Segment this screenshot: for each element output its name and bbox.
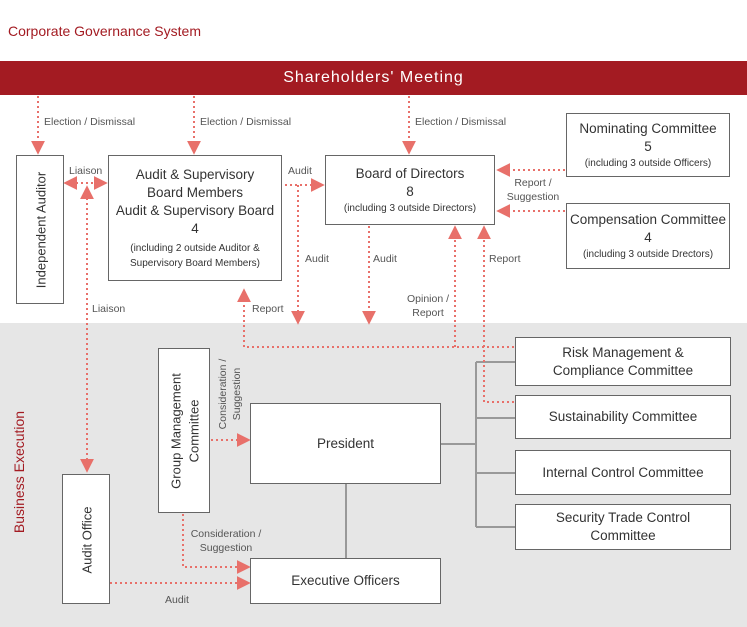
president-box: President <box>250 403 441 484</box>
label-consideration-1: Consideration / <box>190 528 262 540</box>
audit-board-note-line2: Supervisory Board Members) <box>129 257 261 269</box>
compensation-note: (including 3 outside Drectors) <box>582 248 714 260</box>
risk-compliance-committee-box: Risk Management & Compliance Committee <box>515 337 731 386</box>
business-execution-label: Business Execution <box>11 410 27 534</box>
compensation-count: 4 <box>644 229 652 245</box>
board-of-directors-box: Board of Directors 8 (including 3 outsid… <box>325 155 495 225</box>
audit-board-line2: Board Members <box>146 184 244 200</box>
nominating-committee-box: Nominating Committee 5 (including 3 outs… <box>566 113 730 177</box>
label-audit-2: Audit <box>305 253 329 265</box>
audit-supervisory-board-box: Audit & Supervisory Board Members Audit … <box>108 155 282 281</box>
security-trade-control-committee-box: Security Trade Control Committee <box>515 504 731 550</box>
label-report-2: Report <box>489 253 521 265</box>
label-consideration-2: Suggestion <box>199 542 253 554</box>
shareholders-meeting-banner: Shareholders' Meeting <box>0 61 747 95</box>
security-line2: Committee <box>590 528 656 543</box>
label-audit-4: Audit <box>165 594 189 606</box>
page-title: Corporate Governance System <box>8 23 201 39</box>
independent-auditor-label: Independent Auditor <box>33 171 49 289</box>
label-election-3: Election / Dismissal <box>415 116 507 128</box>
risk-line2: Compliance Committee <box>552 362 694 378</box>
label-consideration-vertical-2: Suggestion <box>231 367 243 421</box>
label-report-suggestion-2: Suggestion <box>506 191 560 203</box>
risk-line1: Risk Management & <box>562 344 684 360</box>
audit-board-line3: Audit & Supervisory Board <box>115 202 275 218</box>
label-audit-3: Audit <box>373 253 397 265</box>
nominating-count: 5 <box>644 138 652 154</box>
group-management-committee-box: Group Management Committee <box>158 348 210 513</box>
label-opinion-2: Report <box>412 307 444 319</box>
nominating-name: Nominating Committee <box>579 120 717 136</box>
compensation-name: Compensation Committee <box>569 211 727 227</box>
label-election-1: Election / Dismissal <box>44 116 136 128</box>
sustainability-label: Sustainability Committee <box>548 409 698 424</box>
security-line1: Security Trade Control <box>555 510 691 525</box>
gmc-line1: Group Management <box>168 373 184 489</box>
audit-board-line1: Audit & Supervisory <box>135 166 255 182</box>
executive-officers-box: Executive Officers <box>250 558 441 604</box>
sustainability-committee-box: Sustainability Committee <box>515 395 731 439</box>
board-name: Board of Directors <box>355 165 465 181</box>
label-audit-1: Audit <box>288 165 312 177</box>
internal-control-committee-box: Internal Control Committee <box>515 450 731 495</box>
nominating-note: (including 3 outside Officers) <box>584 157 712 169</box>
board-note: (including 3 outside Directors) <box>343 202 477 214</box>
independent-auditor-box: Independent Auditor <box>16 155 64 304</box>
gmc-line2: Committee <box>186 399 202 463</box>
president-label: President <box>316 435 375 451</box>
label-report-1: Report <box>252 303 284 315</box>
internal-control-label: Internal Control Committee <box>542 464 704 480</box>
executive-officers-label: Executive Officers <box>291 573 400 588</box>
label-liaison-2: Liaison <box>92 303 126 315</box>
audit-office-label: Audit Office <box>79 506 95 574</box>
label-opinion-1: Opinion / <box>406 293 450 305</box>
audit-office-box: Audit Office <box>62 474 110 604</box>
compensation-committee-box: Compensation Committee 4 (including 3 ou… <box>566 203 730 269</box>
board-count: 8 <box>406 183 414 199</box>
audit-board-note-line1: (including 2 outside Auditor & <box>130 242 260 254</box>
label-election-2: Election / Dismissal <box>200 116 292 128</box>
label-liaison-1: Liaison <box>69 165 103 177</box>
audit-board-count: 4 <box>191 220 199 236</box>
label-consideration-vertical-1: Consideration / <box>217 358 229 430</box>
label-report-suggestion-1: Report / <box>514 177 552 189</box>
